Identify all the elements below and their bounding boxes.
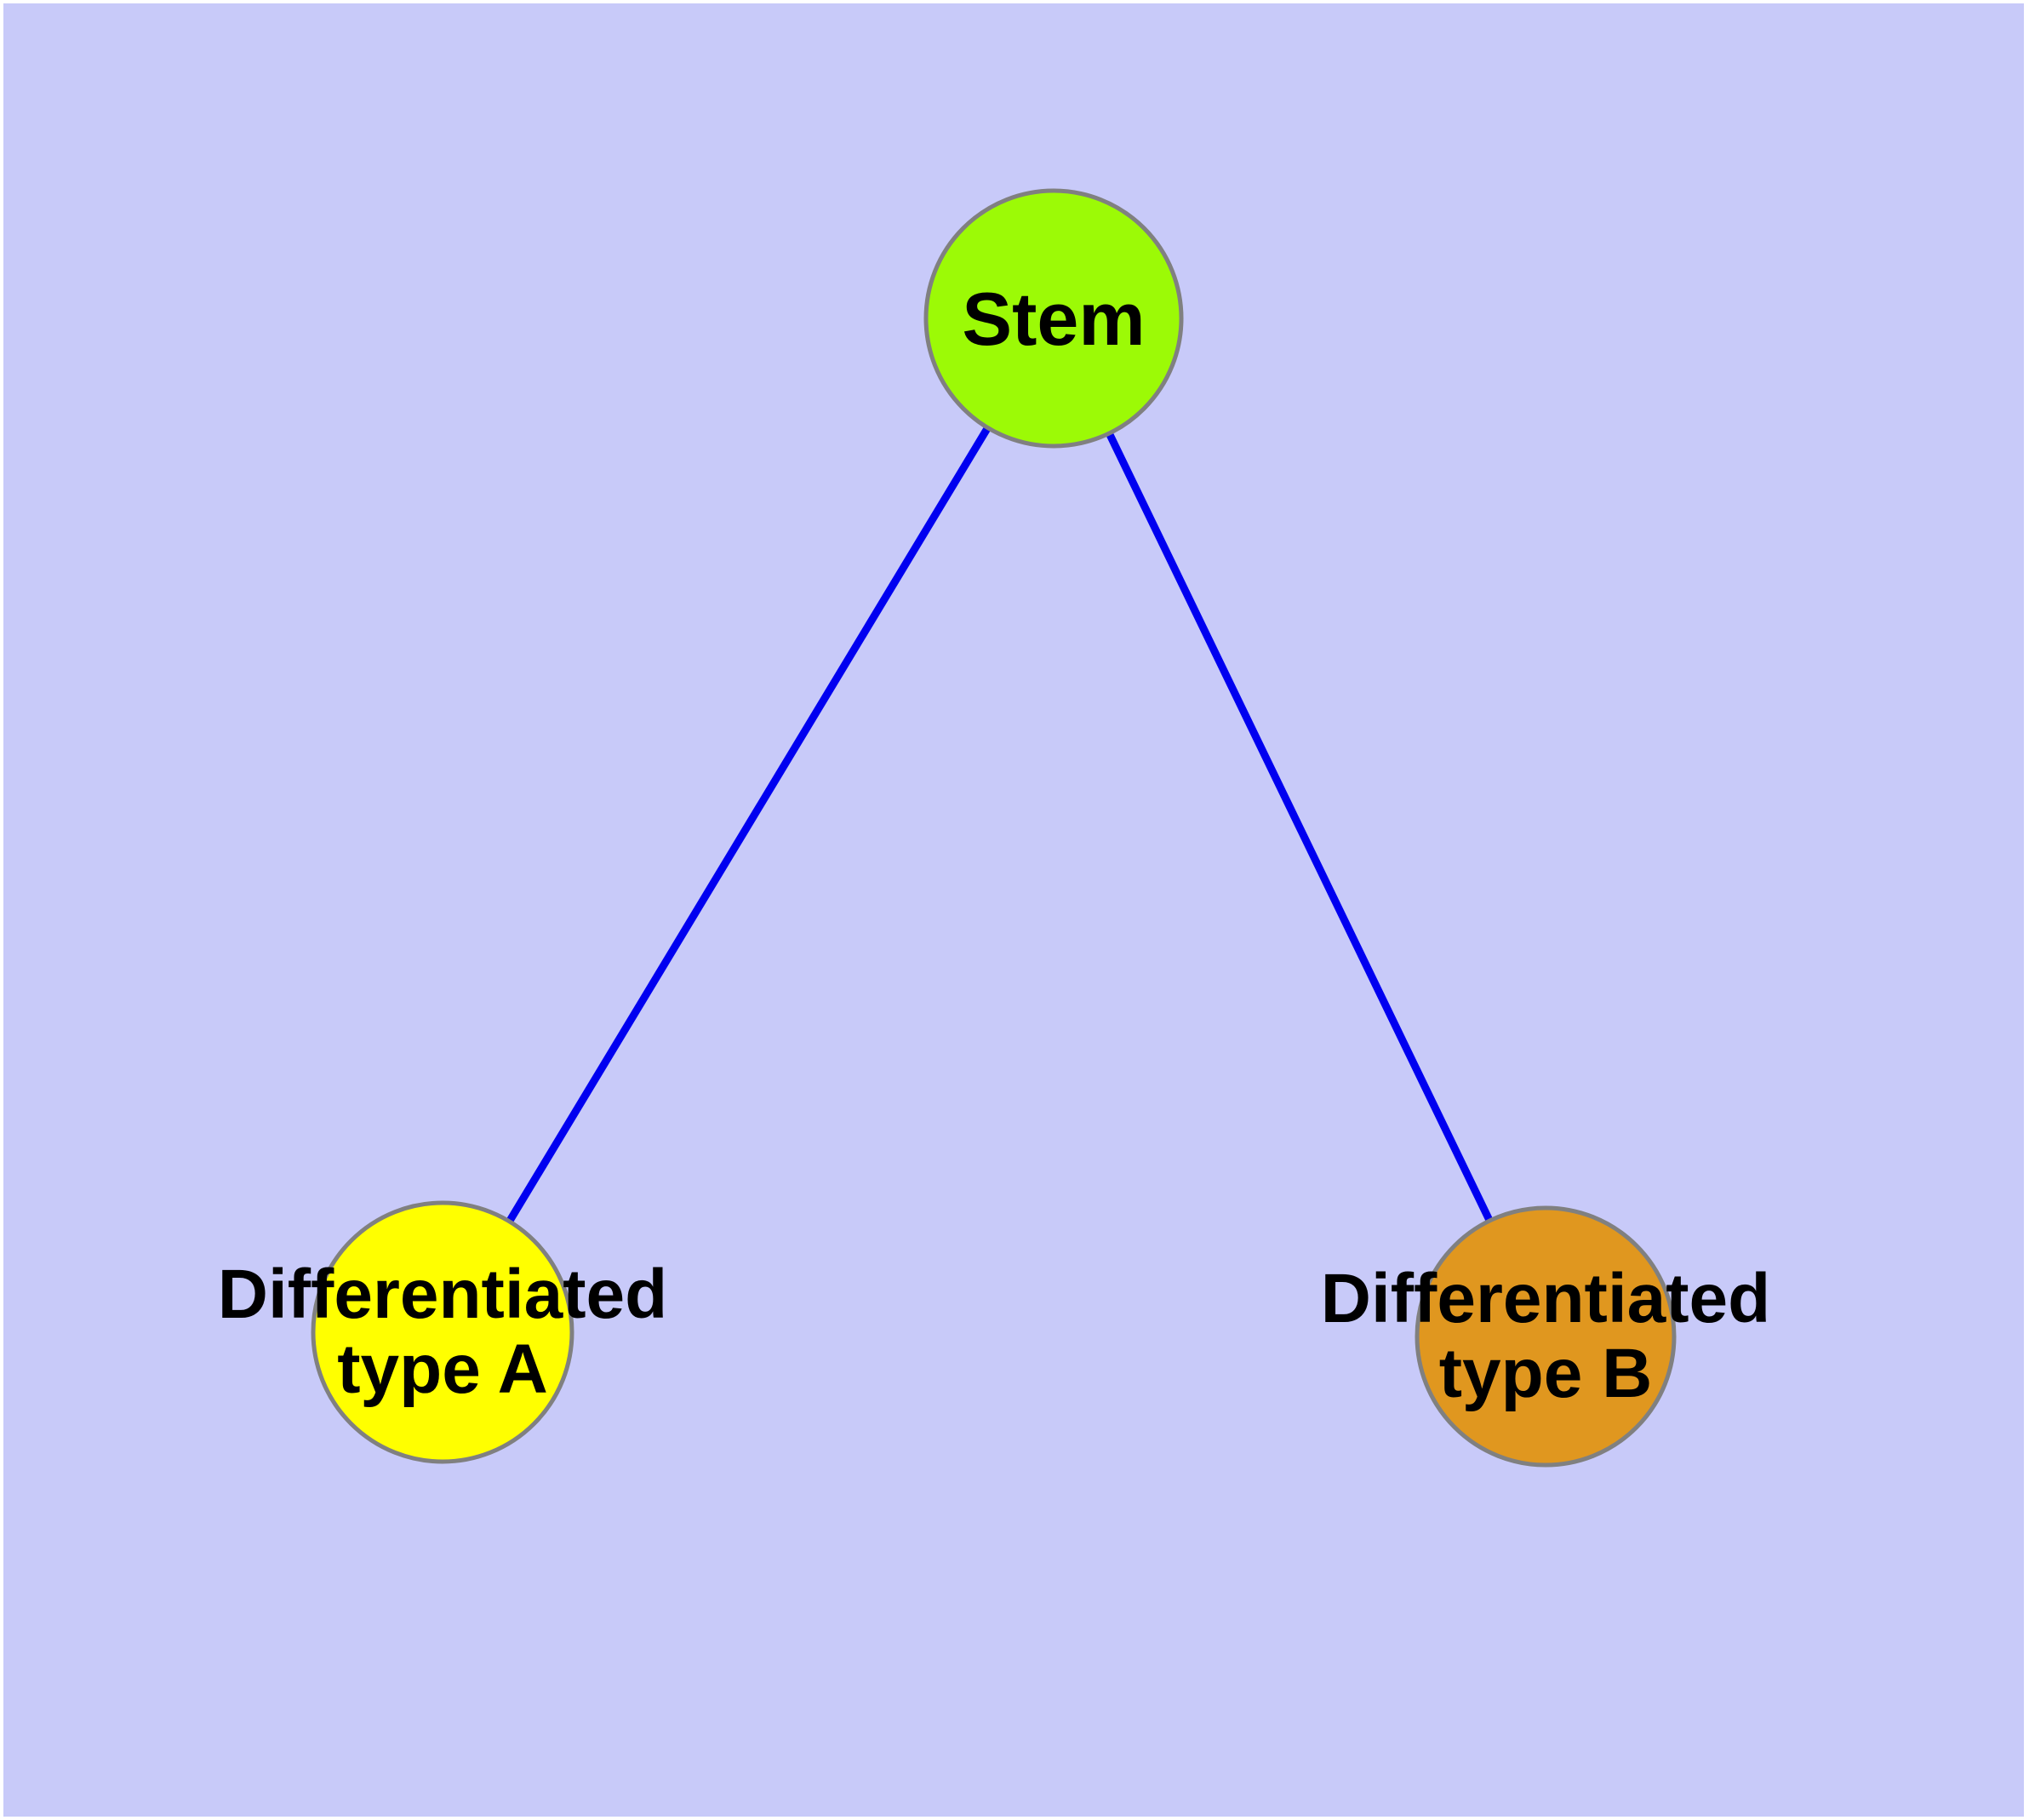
- edge-group: [439, 316, 1550, 1338]
- node-group: [311, 188, 1677, 1468]
- edge-stem-to-differentiated-type-a[interactable]: [439, 316, 1057, 1335]
- node-circle-differentiated-type-b[interactable]: [1415, 1205, 1677, 1468]
- edge-stem-to-differentiated-type-b[interactable]: [1049, 317, 1550, 1338]
- node-circle-differentiated-type-a[interactable]: [311, 1200, 574, 1464]
- node-circle-stem[interactable]: [923, 188, 1184, 449]
